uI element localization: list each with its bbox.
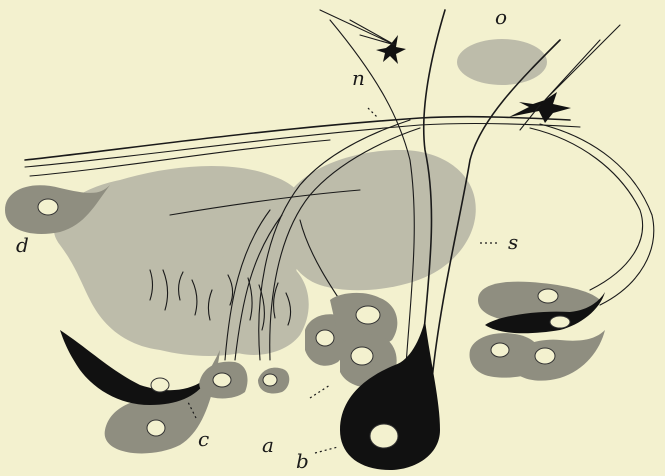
stellate-cell-upper — [320, 10, 406, 64]
glomerular-mass-right — [282, 150, 476, 290]
label-c: c — [198, 427, 209, 451]
label-b: b — [296, 449, 309, 473]
label-a: a — [262, 433, 274, 457]
cell-cluster-right — [470, 282, 605, 381]
label-d: d — [16, 233, 29, 257]
label-s: s — [508, 230, 518, 254]
label-n: n — [352, 66, 365, 90]
glomerulus-o — [457, 39, 547, 85]
label-o: o — [495, 5, 507, 29]
